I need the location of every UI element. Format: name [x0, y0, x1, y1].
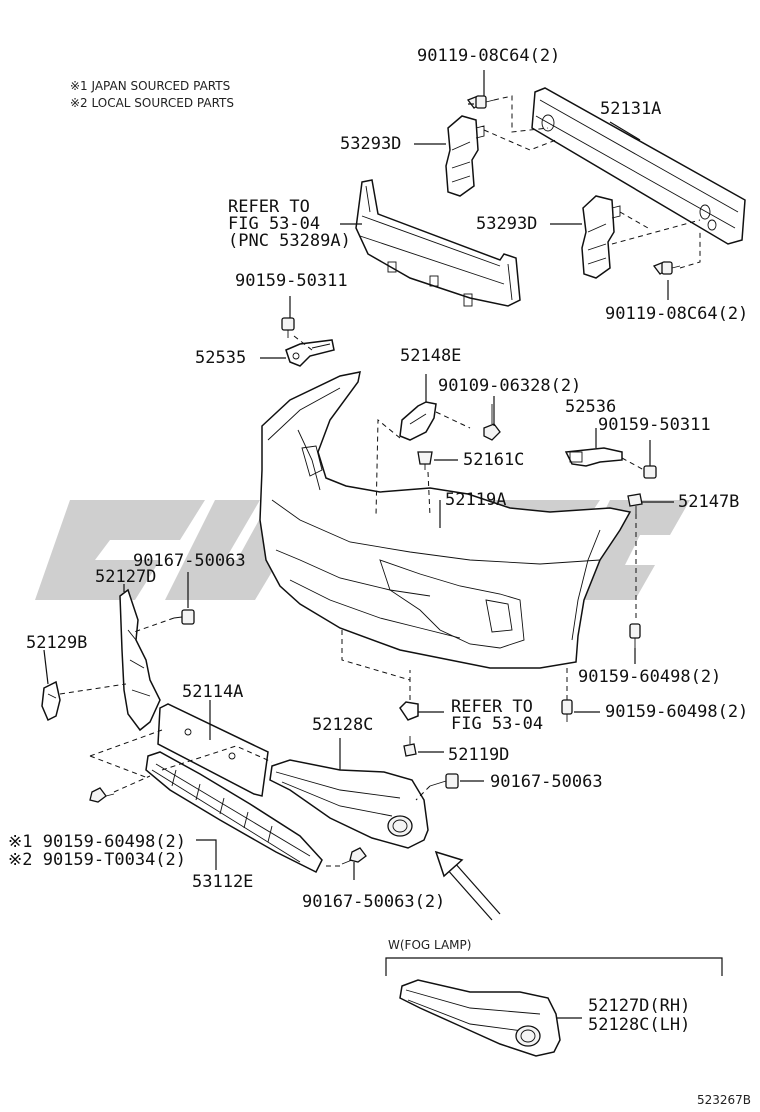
- label-support-right: 53293D: [476, 214, 538, 234]
- bracket-52148E: [399, 401, 437, 441]
- screw-right-upper: [643, 465, 657, 479]
- screw-right-low: [561, 699, 573, 722]
- bolt-top: [466, 95, 495, 109]
- label-screw-right-upper: 90159-50311: [598, 415, 711, 435]
- bolt-right: [652, 261, 681, 275]
- label-retainer-52536: 52536: [565, 397, 617, 417]
- label-bolt-right: 90119-08C64(2): [605, 304, 749, 324]
- screw-bottom: [341, 847, 367, 865]
- bracket-52129B: [41, 680, 61, 722]
- label-reinforcement: 52131A: [600, 99, 662, 119]
- plate-52114A: [157, 703, 269, 797]
- label-support-left: 53293D: [340, 134, 402, 154]
- screw-right-mid: [629, 623, 641, 648]
- cover-52128C: [269, 759, 429, 849]
- label-fog-caption: W(FOG LAMP): [388, 938, 472, 952]
- support-53293D-left: [445, 115, 485, 197]
- label-screw-right-low: 90159-60498(2): [605, 702, 749, 722]
- label-fog-rh: 52127D(RH): [588, 996, 691, 1016]
- label-cover-52128C: 52128C: [312, 715, 374, 735]
- label-cover-52127D: 52127D: [95, 567, 157, 587]
- label-screw-grille-1: ※1 90159-60498(2): [8, 832, 187, 852]
- screw-left-upper: [281, 317, 295, 338]
- label-screw-cover: 90167-50063: [490, 772, 603, 792]
- fog-cover: [399, 979, 561, 1057]
- label-bumper-cover: 52119A: [445, 490, 507, 510]
- screw-left-mid: [173, 609, 195, 625]
- energy-absorber: [355, 179, 521, 307]
- clip-52119D: [403, 736, 417, 757]
- reinforcement-52131A: [531, 87, 746, 245]
- note-japan-sourced: ※1 JAPAN SOURCED PARTS: [70, 79, 231, 93]
- label-retainer-52535: 52535: [195, 348, 247, 368]
- label-refer-top-3: (PNC 53289A): [228, 231, 351, 251]
- label-clip-52161C: 52161C: [463, 450, 525, 470]
- nut-center: [483, 404, 501, 441]
- fog-lamp-bracket: [385, 957, 723, 976]
- screw-cover: [429, 773, 459, 789]
- retainer-52536: [564, 447, 623, 467]
- label-clip-52119D: 52119D: [448, 745, 510, 765]
- cover-52127D: [119, 588, 161, 732]
- illustration-number: 523267B: [697, 1093, 752, 1107]
- label-screw-left-upper: 90159-50311: [235, 271, 348, 291]
- direction-arrow: [434, 850, 501, 921]
- retainer-52535: [285, 339, 335, 367]
- label-refer-bottom-2: FIG 53-04: [451, 714, 544, 734]
- label-screw-bottom: 90167-50063(2): [302, 892, 446, 912]
- leader-lines: [43, 70, 674, 1019]
- label-nut-center: 90109-06328(2): [438, 376, 582, 396]
- label-bracket-52129B: 52129B: [26, 633, 88, 653]
- label-refer-top-1: REFER TO: [228, 197, 310, 217]
- clip-refer-bottom: [399, 701, 419, 721]
- label-refer-top-2: FIG 53-04: [228, 214, 321, 234]
- clip-52147B: [627, 493, 643, 514]
- bumper-cover-52119A: [259, 371, 632, 669]
- grille-53112E: [145, 751, 323, 874]
- label-clip-52147B: 52147B: [678, 492, 740, 512]
- label-grille-53112E: 53112E: [192, 872, 254, 892]
- clip-52161C: [417, 451, 433, 470]
- support-53293D-right: [581, 195, 621, 279]
- label-fog-lh: 52128C(LH): [588, 1015, 691, 1035]
- label-plate-52114A: 52114A: [182, 682, 244, 702]
- label-screw-right-mid: 90159-60498(2): [578, 667, 722, 687]
- screw-grille: [89, 787, 115, 803]
- label-refer-bottom-1: REFER TO: [451, 697, 533, 717]
- label-screw-left-mid: 90167-50063: [133, 551, 246, 571]
- label-screw-grille-2: ※2 90159-T0034(2): [8, 850, 187, 870]
- note-local-sourced: ※2 LOCAL SOURCED PARTS: [70, 96, 234, 110]
- label-bolt-top: 90119-08C64(2): [417, 46, 561, 66]
- label-bracket-52148E: 52148E: [400, 346, 462, 366]
